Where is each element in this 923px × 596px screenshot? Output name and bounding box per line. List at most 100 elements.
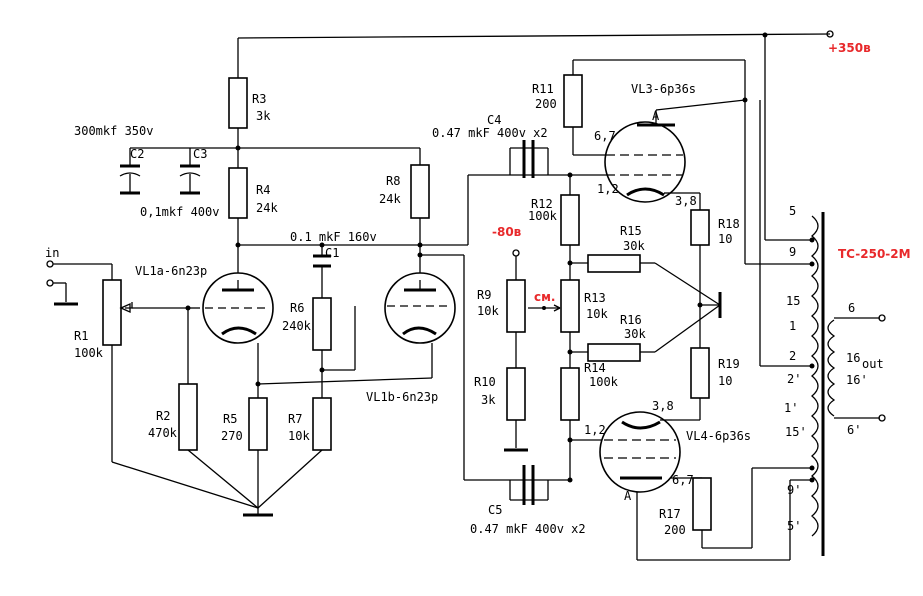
r5-value: 270: [221, 429, 243, 443]
tap-15p: 15': [785, 425, 807, 439]
c5-value: 0.47 mkF 400v x2: [470, 522, 586, 536]
r5-name: R5: [223, 412, 237, 426]
tube-vl1b: [384, 272, 456, 344]
vl1a-label: VL1a-6n23p: [135, 264, 207, 278]
resistor-r10: [506, 367, 526, 421]
r18-value: 10: [718, 232, 732, 246]
minus80-label: -80в: [492, 225, 522, 239]
r17-value: 200: [664, 523, 686, 537]
tap-1p: 1': [784, 401, 798, 415]
tap-5: 5: [789, 204, 796, 218]
driver-stage-wires: [46, 128, 515, 517]
resistor-r16: [587, 343, 641, 362]
r4-value: 24k: [256, 201, 278, 215]
out-16: 16: [846, 351, 860, 365]
r11-name: R11: [532, 82, 554, 96]
r16-value: 30k: [624, 327, 646, 341]
input-label: in: [45, 246, 59, 260]
cap300-label: 300mkf 350v: [74, 124, 153, 138]
r18-name: R18: [718, 217, 740, 231]
r8-value: 24k: [379, 192, 401, 206]
capacitor-c2: [119, 164, 141, 195]
c1-value: 0.1 mkF 160v: [290, 230, 377, 244]
resistor-r5: [248, 397, 268, 451]
vl3-anode-label: A: [652, 109, 660, 123]
output-transformer: [809, 212, 886, 556]
r8-name: R8: [386, 174, 400, 188]
r10-value: 3k: [481, 393, 496, 407]
tap-9p: 9': [787, 483, 801, 497]
b-plus-terminal: [826, 30, 834, 38]
resistor-r6: [312, 297, 332, 351]
r10-name: R10: [474, 375, 496, 389]
r13-name: R13: [584, 291, 606, 305]
vl4-pin67: 6,7: [672, 473, 694, 487]
r4-name: R4: [256, 183, 270, 197]
r19-name: R19: [718, 357, 740, 371]
capacitor-c3: [179, 164, 201, 195]
r1-value: 100k: [74, 346, 104, 360]
vl1b-label: VL1b-6n23p: [366, 390, 438, 404]
r15-name: R15: [620, 224, 642, 238]
tube-vl3: [604, 121, 686, 203]
tap-2: 2: [789, 349, 796, 363]
r9-name: R9: [477, 288, 491, 302]
transformer-label: TC-250-2M: [838, 247, 911, 261]
potentiometer-r1: [102, 279, 133, 346]
vl4-pin12: 1,2: [584, 423, 606, 437]
vl3-pin67: 6,7: [594, 129, 616, 143]
vl4-pin38: 3,8: [652, 399, 674, 413]
r7-name: R7: [288, 412, 302, 426]
sm-label: см.: [534, 290, 555, 304]
tap-2p: 2': [787, 372, 801, 386]
r6-name: R6: [290, 301, 304, 315]
b-plus-rail: [237, 30, 834, 241]
r17-name: R17: [659, 507, 681, 521]
vl3-pin38: 3,8: [675, 194, 697, 208]
out-16p: 16': [846, 373, 868, 387]
c1-label: C1: [325, 246, 339, 260]
r1-name: R1: [74, 329, 88, 343]
r13-value: 10k: [586, 307, 608, 321]
resistor-r18: [690, 209, 710, 246]
c3-label: C3: [193, 147, 207, 161]
c2-label: C2: [130, 147, 144, 161]
out-6: 6: [848, 301, 855, 315]
vl4-anode-label: A: [624, 489, 632, 503]
resistor-r11: [563, 74, 583, 128]
out-6p: 6': [847, 423, 861, 437]
resistor-r15: [587, 254, 641, 273]
resistor-r12: [560, 194, 580, 246]
plus350-label: +350в: [828, 41, 871, 55]
c4-label: C4: [487, 113, 501, 127]
resistor-r17: [692, 477, 712, 531]
resistor-r19: [690, 347, 710, 399]
c4-value: 0.47 mkF 400v x2: [432, 126, 548, 140]
resistor-r4: [228, 167, 248, 219]
r15-value: 30k: [623, 239, 645, 253]
r7-value: 10k: [288, 429, 310, 443]
r3-name: R3: [252, 92, 266, 106]
r19-value: 10: [718, 374, 732, 388]
tap-5p: 5': [787, 519, 801, 533]
vl3-label: VL3-6p36s: [631, 82, 696, 96]
tap-9: 9: [789, 245, 796, 259]
cap01-label: 0,1mkf 400v: [140, 205, 219, 219]
resistor-r8: [410, 164, 430, 219]
r14-name: R14: [584, 361, 606, 375]
resistor-r14: [560, 367, 580, 421]
r14-value: 100k: [589, 375, 619, 389]
r6-value: 240k: [282, 319, 312, 333]
r9-value: 10k: [477, 304, 499, 318]
resistor-r7: [312, 397, 332, 451]
tap-15: 15: [786, 294, 800, 308]
resistor-r3: [228, 77, 248, 129]
resistor-r13: [560, 279, 580, 333]
input-terminal: [46, 260, 54, 268]
tube-vl1a: [202, 272, 274, 344]
bias-network-wires: [504, 59, 812, 561]
r11-value: 200: [535, 97, 557, 111]
vl3-pin12: 1,2: [597, 182, 619, 196]
r12-name: R12: [531, 197, 553, 211]
